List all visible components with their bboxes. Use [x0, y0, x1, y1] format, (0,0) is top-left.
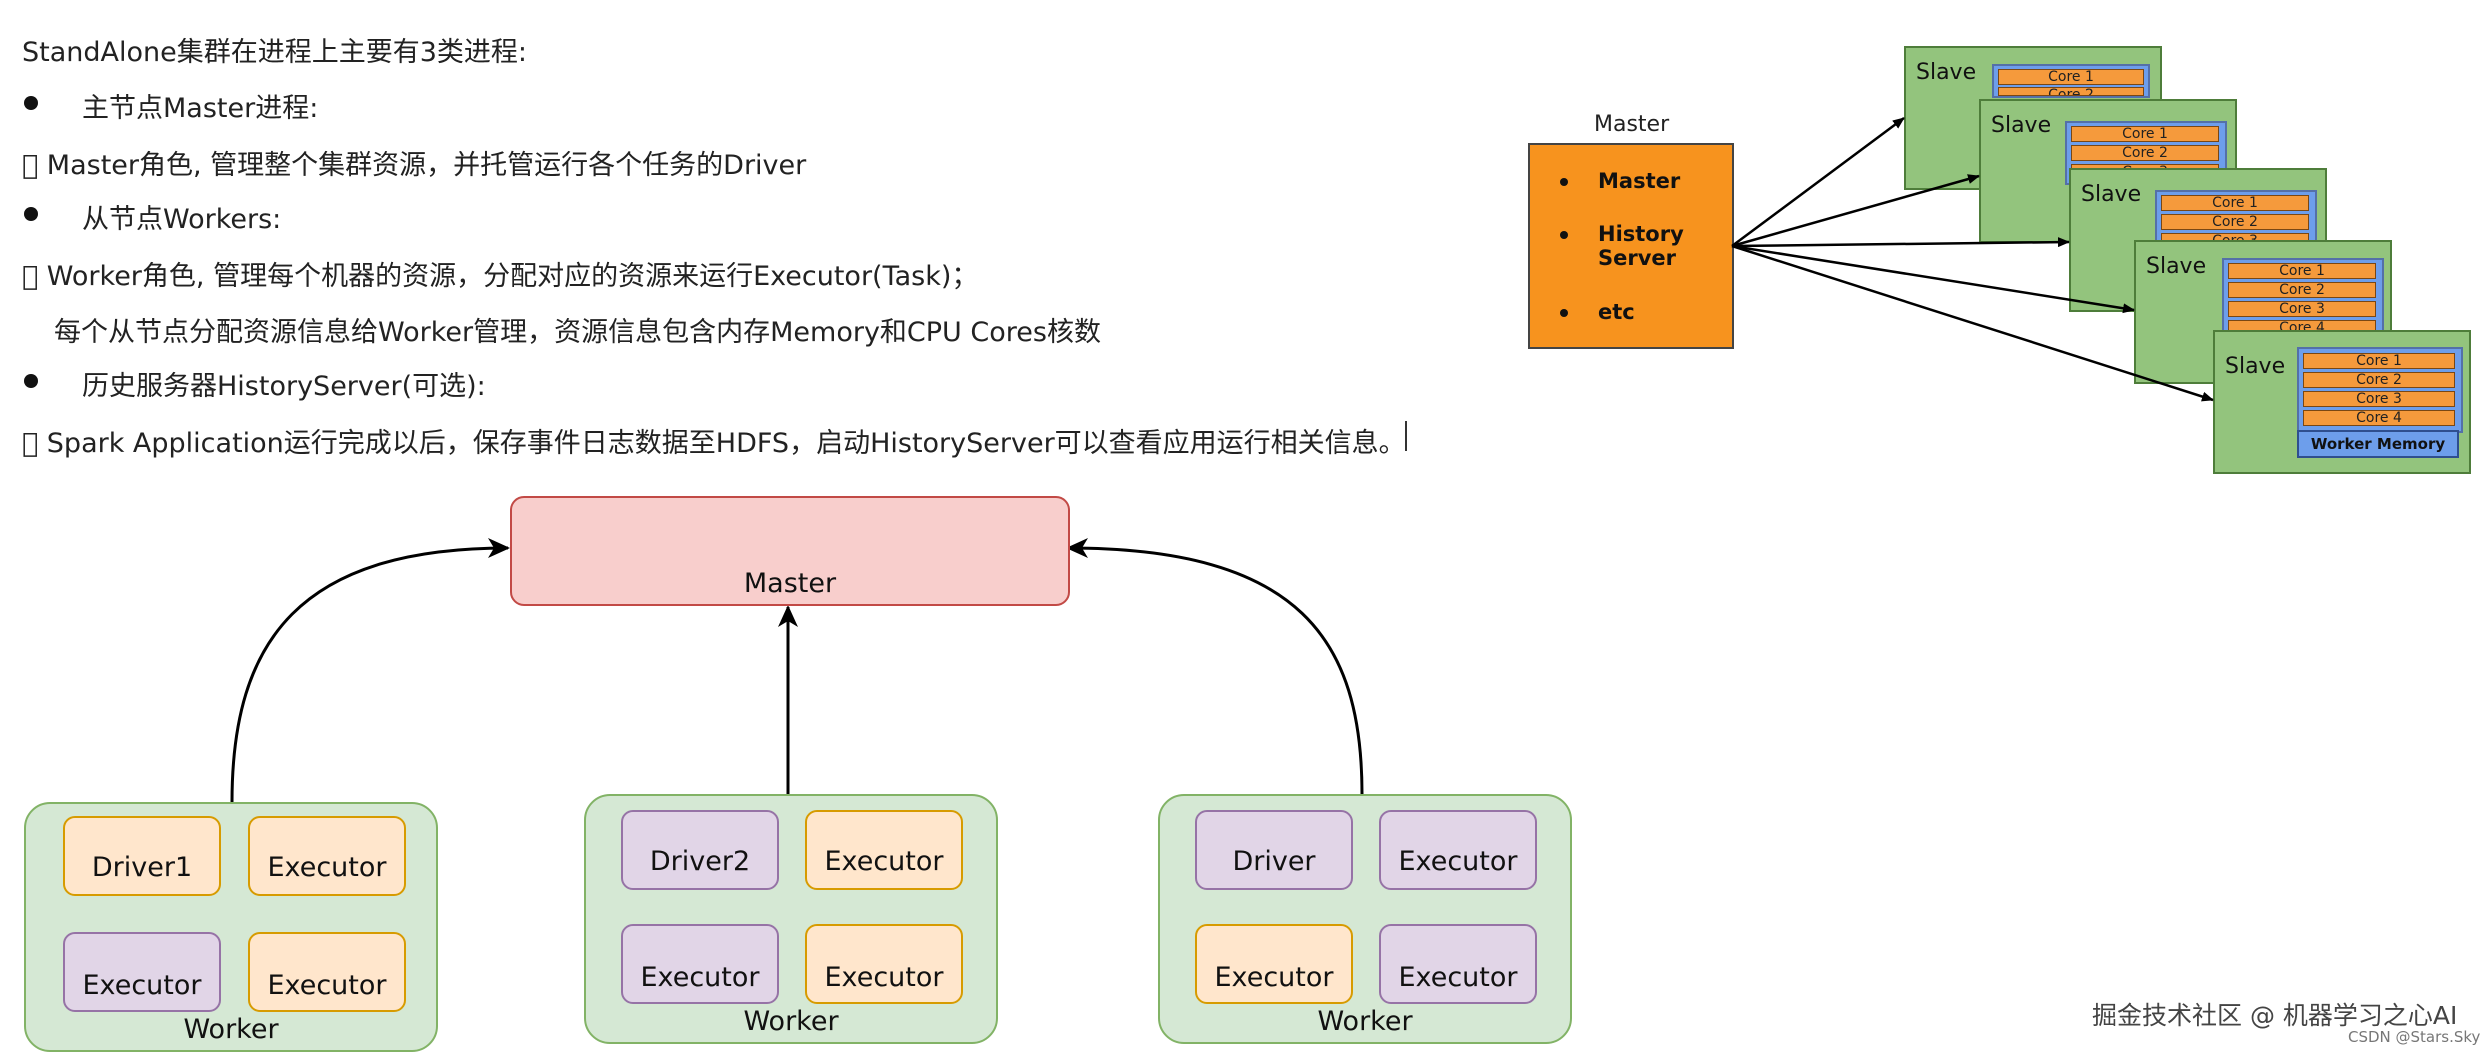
- driver-node: Driver2: [621, 810, 779, 890]
- workers-heading: 从节点Workers:: [82, 204, 282, 235]
- executor-node: Executor: [63, 932, 221, 1012]
- worker-node: Driver2 Executor Executor Executor Worke…: [584, 794, 998, 1044]
- executor-node: Executor: [1379, 810, 1537, 890]
- core-cell: Core 1: [2161, 195, 2309, 211]
- master-item-etc: etc: [1598, 300, 1635, 324]
- executor-node: Executor: [621, 924, 779, 1004]
- driver-node: Driver: [1195, 810, 1353, 890]
- slave-label: Slave: [2081, 182, 2142, 207]
- master-item-bullet: [1560, 231, 1568, 239]
- master-item-master: Master: [1598, 169, 1681, 193]
- slave-label: Slave: [1991, 113, 2052, 138]
- core-cell: Core 2: [2161, 214, 2309, 230]
- slave-label: Slave: [2146, 254, 2207, 279]
- slave-card: Slave Core 1 Core 2 Core 3 Core 4 Worker…: [2213, 330, 2471, 474]
- text-cursor: [1405, 421, 1407, 451]
- master-item-bullet: [1560, 309, 1568, 317]
- core-cell: Core 3: [2303, 391, 2455, 407]
- watermark-sub: CSDN @Stars.Sky: [2348, 1028, 2481, 1046]
- master-item-history-server: History Server: [1598, 222, 1684, 270]
- executor-node: Executor: [805, 810, 963, 890]
- driver-node: Driver1: [63, 816, 221, 896]
- bullet-workers: [24, 207, 38, 221]
- bullet-history: [24, 374, 38, 388]
- master-label: Master: [743, 568, 837, 599]
- cluster-master-title: Master: [1594, 112, 1670, 137]
- core-cell: Core 1: [2071, 126, 2219, 142]
- core-cell: Core 3: [2228, 301, 2376, 317]
- worker-label: Worker: [743, 1006, 839, 1037]
- worker-node: Driver1 Executor Executor Executor Worke…: [24, 802, 438, 1052]
- intro-line: StandAlone集群在进程上主要有3类进程:: [22, 37, 528, 68]
- core-stack: Core 1 Core 2 Core 3 Core 4: [2222, 258, 2384, 342]
- core-cell: Core 1: [2228, 263, 2376, 279]
- worker3-to-master-arrow: [1066, 538, 1364, 795]
- core-cell: Core 2: [2071, 145, 2219, 161]
- executor-node: Executor: [1195, 924, 1353, 1004]
- master-item-bullet: [1560, 178, 1568, 186]
- worker-description-continued: 每个从节点分配资源信息给Worker管理，资源信息包含内存Memory和CPU …: [54, 317, 1101, 348]
- cluster-arrow: [1731, 116, 1905, 248]
- executor-node: Executor: [1379, 924, 1537, 1004]
- worker-node: Driver Executor Executor Executor Worker: [1158, 794, 1572, 1044]
- core-cell: Core 1: [2303, 353, 2455, 369]
- worker1-to-master-arrow: [230, 538, 510, 803]
- core-cell: Core 2: [2303, 372, 2455, 388]
- core-cell: Core 1: [1998, 69, 2144, 85]
- history-description:   Spark Application运行完成以后，保存事件日志数据至HDFS，…: [22, 428, 1406, 459]
- watermark-main: 掘金技术社区 @ 机器学习之心AI: [2092, 1001, 2458, 1030]
- slave-label: Slave: [2225, 354, 2286, 379]
- core-cell: Core 4: [2303, 410, 2455, 426]
- core-cell: Core 2: [2228, 282, 2376, 298]
- master-description:   Master角色, 管理整个集群资源，并托管运行各个任务的Driver: [22, 150, 807, 181]
- worker-label: Worker: [183, 1014, 279, 1045]
- worker-memory-bar: Worker Memory: [2297, 430, 2459, 458]
- core-cell: Core 2: [1998, 87, 2144, 96]
- worker-description:   Worker角色, 管理每个机器的资源，分配对应的资源来运行Executor…: [22, 261, 979, 292]
- executor-node: Executor: [248, 932, 406, 1012]
- cluster-master-box: Master History Server etc: [1528, 143, 1734, 349]
- master-node: Master: [510, 496, 1070, 606]
- core-stack: Core 1 Core 2 Core 3 Core 4: [2297, 347, 2463, 433]
- history-heading: 历史服务器HistoryServer(可选):: [82, 371, 486, 402]
- executor-node: Executor: [805, 924, 963, 1004]
- worker-label: Worker: [1317, 1006, 1413, 1037]
- master-heading: 主节点Master进程:: [82, 93, 319, 124]
- core-stack: Core 1 Core 2: [1992, 64, 2150, 98]
- executor-node: Executor: [248, 816, 406, 896]
- slave-label: Slave: [1916, 60, 1977, 85]
- bullet-master: [24, 96, 38, 110]
